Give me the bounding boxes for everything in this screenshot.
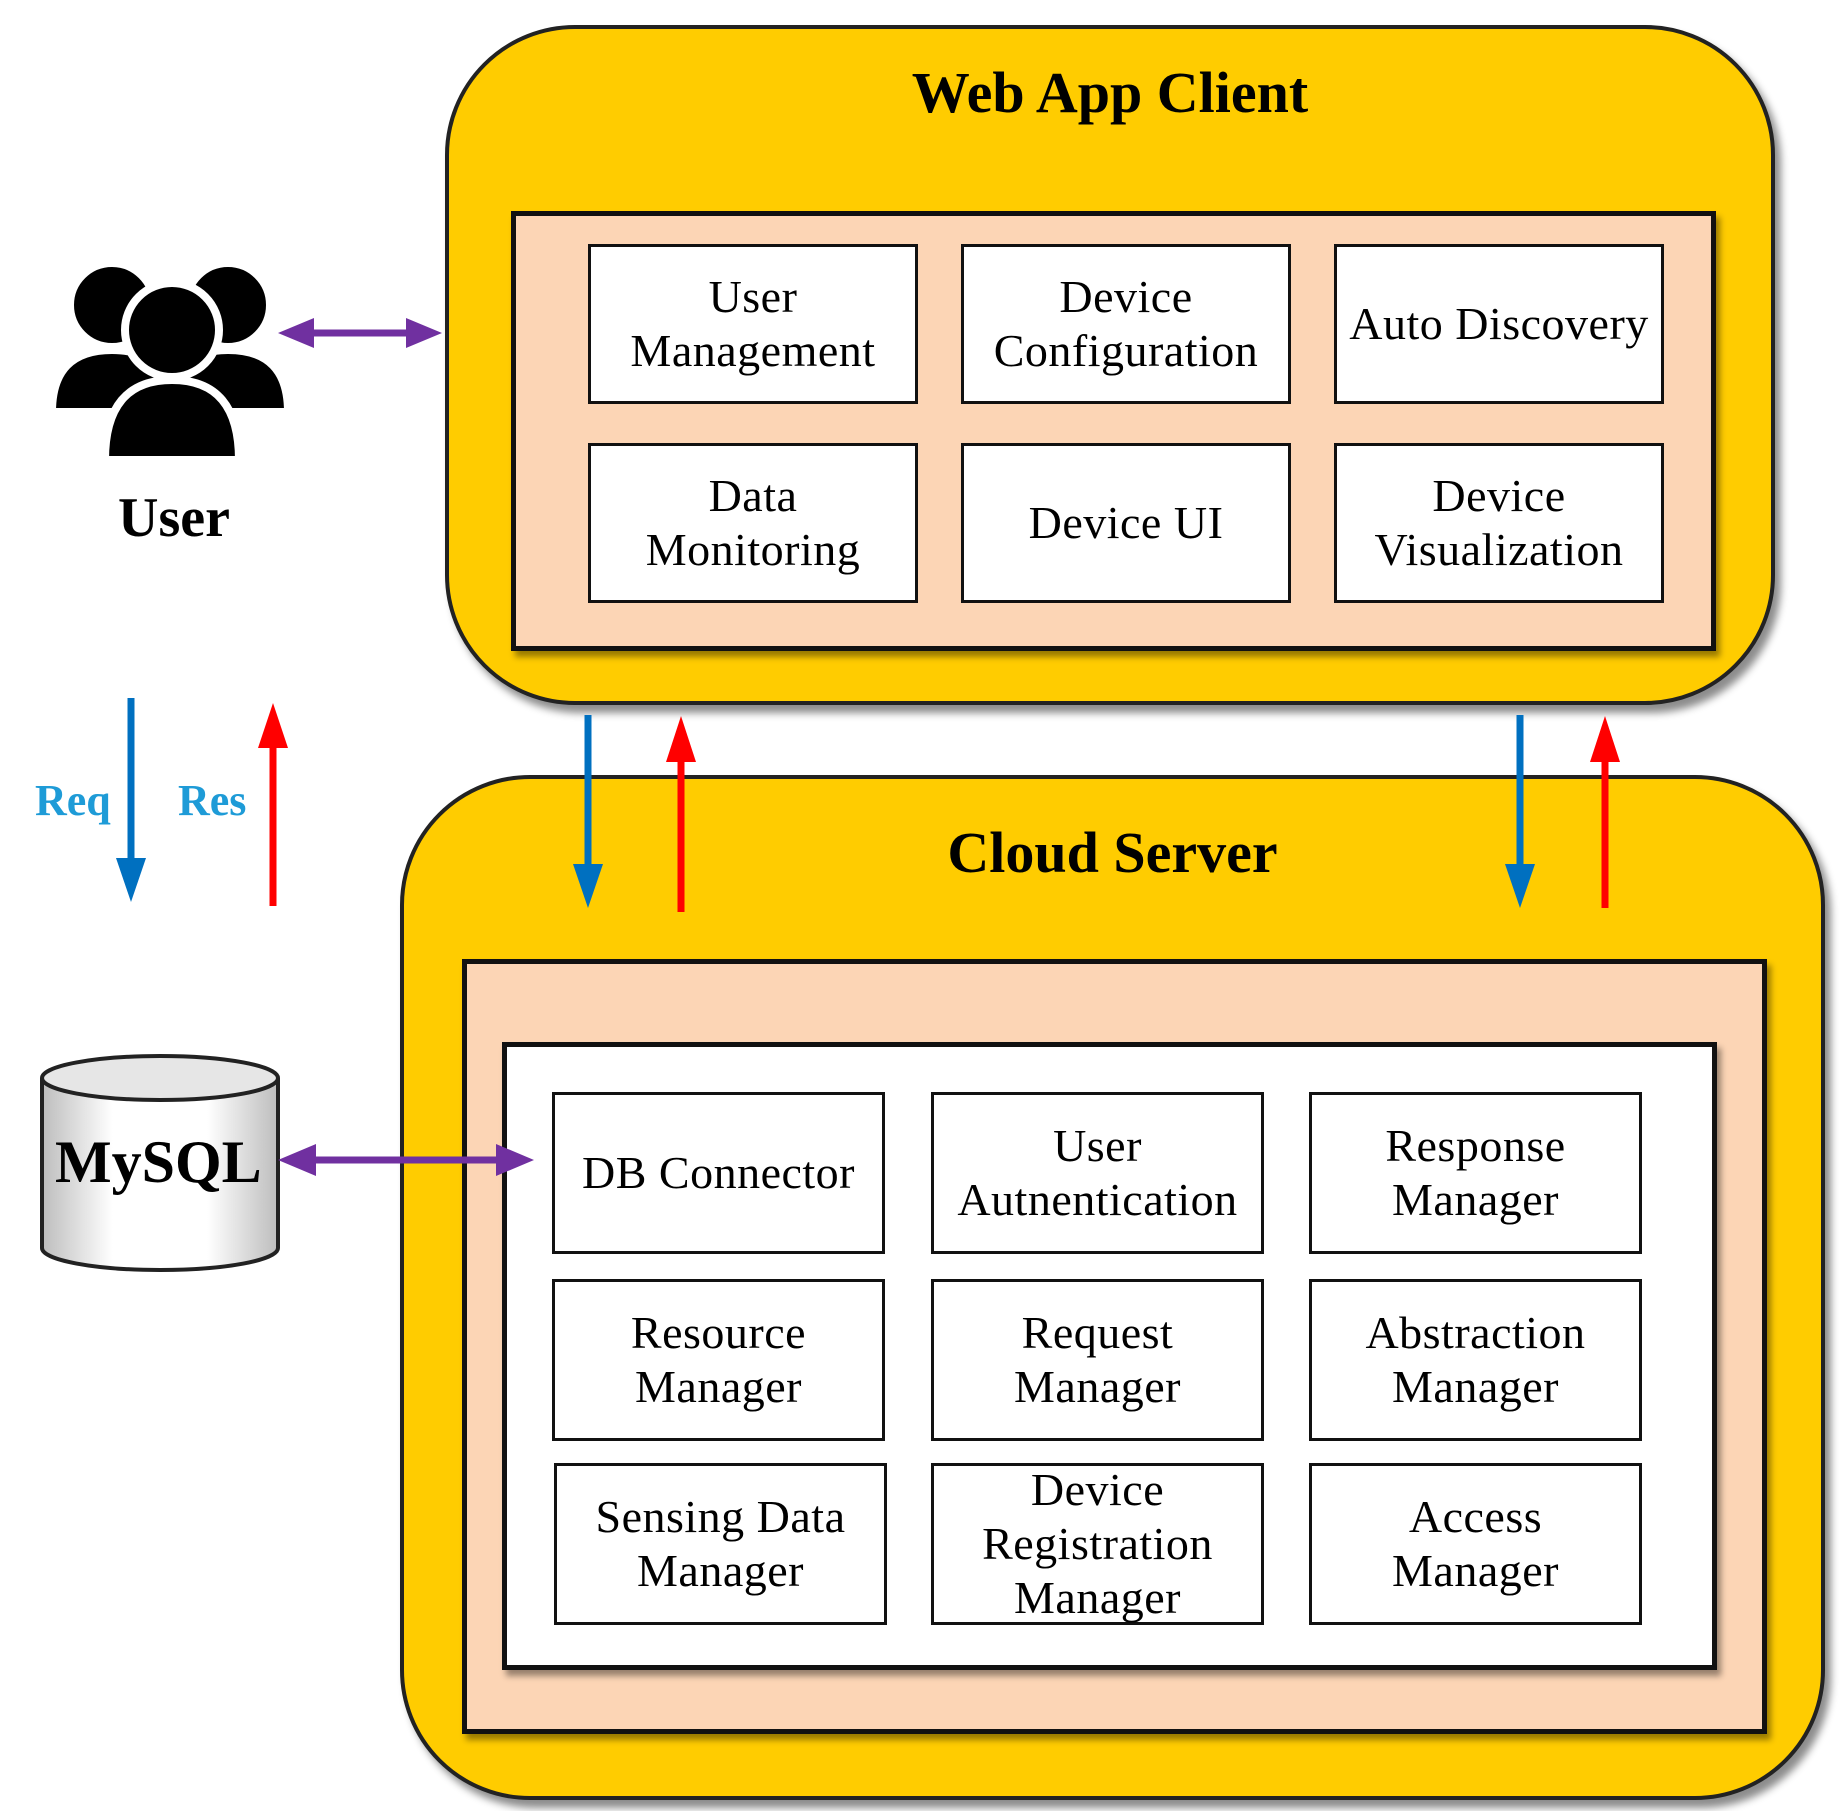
module-request-manager: Request Manager (931, 1279, 1264, 1441)
cloud-server-inner-panel: DB Connector User Autnentication Respons… (502, 1042, 1717, 1670)
cloud-server-panel: DB Connector User Autnentication Respons… (462, 959, 1767, 1734)
module-response-manager: Response Manager (1309, 1092, 1642, 1254)
legend-res-label: Res (178, 776, 247, 825)
module-device-configuration: Device Configuration (961, 244, 1291, 404)
legend-res-arrow (258, 703, 288, 906)
module-auto-discovery: Auto Discovery (1334, 244, 1664, 404)
user-bidirectional-arrow (278, 318, 442, 348)
module-db-connector: DB Connector (552, 1092, 885, 1254)
cloud-server-title: Cloud Server (947, 820, 1278, 885)
module-user-authentication: User Autnentication (931, 1092, 1264, 1254)
module-device-ui: Device UI (961, 443, 1291, 603)
legend-req-label: Req (35, 776, 111, 825)
legend-req-arrow (116, 698, 146, 902)
mysql-label: MySQL (55, 1129, 262, 1195)
module-resource-manager: Resource Manager (552, 1279, 885, 1441)
module-sensing-data-manager: Sensing Data Manager (554, 1463, 887, 1625)
web-app-client-container: Web App Client User Management Device Co… (445, 25, 1775, 705)
module-abstraction-manager: Abstraction Manager (1309, 1279, 1642, 1441)
web-app-client-panel: User Management Device Configuration Aut… (511, 211, 1716, 651)
module-access-manager: Access Manager (1309, 1463, 1642, 1625)
module-device-registration-manager: Device Registration Manager (931, 1463, 1264, 1625)
module-user-management: User Management (588, 244, 918, 404)
web-app-client-title: Web App Client (911, 60, 1309, 125)
module-data-monitoring: Data Monitoring (588, 443, 918, 603)
cloud-server-container: Cloud Server DB Connector User Autnentic… (400, 775, 1825, 1800)
user-label: User (118, 487, 230, 549)
module-device-visualization: Device Visualization (1334, 443, 1664, 603)
